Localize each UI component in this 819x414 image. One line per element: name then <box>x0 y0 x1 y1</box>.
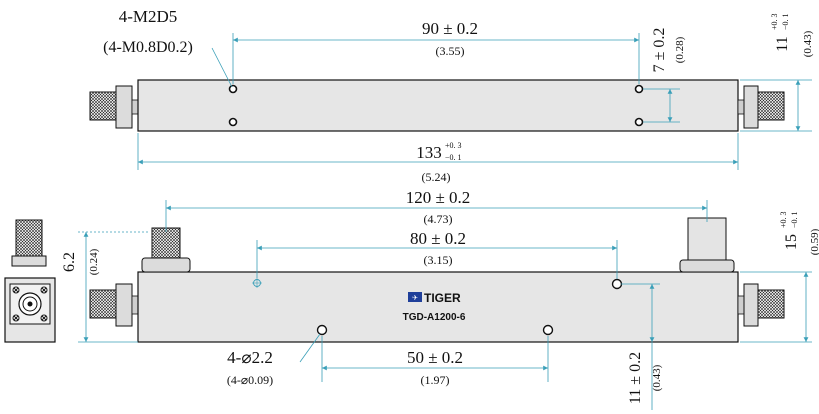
svg-text:−0. 1: −0. 1 <box>445 153 462 162</box>
svg-text:+0. 3: +0. 3 <box>445 141 462 150</box>
dim-133: 133 +0. 3 −0. 1 <box>416 141 461 162</box>
dim-90: 90 ± 0.2 <box>422 19 478 38</box>
hole-label-inch: (4-M0.8D0.2) <box>103 39 193 56</box>
svg-text:✈: ✈ <box>412 295 418 302</box>
svg-text:+0. 3: +0. 3 <box>779 211 788 228</box>
svg-text:15: 15 <box>783 234 800 250</box>
side-right-connector <box>737 283 785 327</box>
dim-6-2: 6.2 <box>61 252 78 272</box>
dim-120: 120 ± 0.2 <box>406 188 471 207</box>
dim-120-inch: (4.73) <box>424 212 453 226</box>
dim-15: 15 +0. 3 −0. 1 <box>779 211 800 250</box>
dim-90-inch: (3.55) <box>436 44 465 58</box>
svg-text:+0. 3: +0. 3 <box>770 13 779 30</box>
bottom-hole-label-inch: (4-⌀0.09) <box>227 373 273 387</box>
side-left-connector <box>89 283 139 327</box>
svg-text:−0. 1: −0. 1 <box>781 13 790 30</box>
model-number: TGD-A1200-6 <box>403 312 466 323</box>
dim-133-inch: (5.24) <box>422 170 451 184</box>
brand-name: TIGER <box>424 291 461 305</box>
top-left-connector <box>89 85 139 129</box>
side-view: ✈ TIGER TGD-A1200-6 120 ± 0.2 (4.73) 80 … <box>61 188 819 410</box>
dim-7: 7 ± 0.2 <box>651 28 668 73</box>
end-flange <box>9 283 51 325</box>
hole-label: 4-M2D5 <box>119 7 178 26</box>
dim-7-inch: (0.28) <box>674 36 686 63</box>
bottom-hole-label: 4-⌀2.2 <box>227 348 273 367</box>
dim-11-top-inch: (0.43) <box>802 30 814 57</box>
brand-logo: ✈ TIGER <box>408 291 461 305</box>
top-mount-holes <box>228 84 644 127</box>
svg-text:−0. 1: −0. 1 <box>790 211 799 228</box>
side-termination <box>679 217 735 273</box>
side-holes <box>252 278 623 336</box>
dim-15-inch: (0.59) <box>809 228 819 255</box>
side-top-sma <box>141 227 191 273</box>
top-view: 90 ± 0.2 (3.55) 4-M2D5 (4-M0.8D0.2) 7 ± … <box>89 7 814 184</box>
end-view <box>4 219 56 343</box>
top-right-connector <box>737 85 785 129</box>
svg-text:11: 11 <box>774 36 791 51</box>
side-body <box>137 271 739 343</box>
top-body <box>137 79 739 132</box>
dim-11-bottom-inch: (0.43) <box>651 364 663 391</box>
dim-80-inch: (3.15) <box>424 253 453 267</box>
dim-50: 50 ± 0.2 <box>407 348 463 367</box>
svg-text:133: 133 <box>416 143 442 162</box>
dim-11-top: 11 +0. 3 −0. 1 <box>770 13 791 51</box>
dim-50-inch: (1.97) <box>421 373 450 387</box>
dim-11-bottom: 11 ± 0.2 <box>627 352 644 404</box>
dim-80: 80 ± 0.2 <box>410 229 466 248</box>
dim-6-2-inch: (0.24) <box>88 248 100 275</box>
